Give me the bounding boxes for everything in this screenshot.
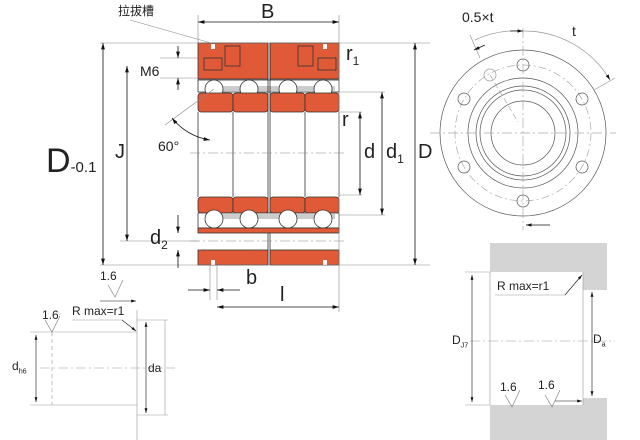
pull-groove-label: 拉拔槽: [118, 4, 155, 18]
d-label: d: [364, 141, 376, 163]
housing-radius-note: R max=r1: [497, 279, 550, 293]
pitch-t-label: t: [572, 23, 576, 39]
dimension-lines: [100, 15, 430, 312]
shaft-radius-note: R max=r1: [72, 304, 125, 318]
M6-label: M6: [140, 63, 160, 79]
Da-label: Da: [593, 333, 606, 348]
bearing-section: [197, 42, 340, 266]
DJ7-sub: J7: [460, 340, 469, 350]
da-label: da: [148, 361, 162, 375]
roughness-left-label: 1.6: [42, 308, 59, 322]
dh6-label: dh6: [12, 360, 27, 375]
housing-detail: [465, 243, 615, 440]
J-label: J: [115, 141, 125, 163]
shaft-detail: [30, 279, 175, 440]
D-label: D: [418, 141, 433, 163]
roughness-bore-label: 1.6: [500, 380, 517, 394]
d2-text: d: [150, 227, 162, 249]
l-label: l: [280, 284, 285, 306]
dh6-sub: h6: [18, 366, 27, 376]
flange-front-view: [430, 28, 616, 230]
r1-text: r: [346, 43, 353, 65]
width-B-label: B: [261, 1, 275, 23]
half-pitch-label: 0.5×t: [462, 9, 494, 25]
r1-sub: 1: [352, 54, 360, 68]
dimension-arrows: [101, 20, 417, 309]
angle-label: 60°: [158, 138, 180, 154]
r-label: r: [342, 109, 349, 131]
roughness-top-label: 1.6: [100, 269, 117, 283]
D-tol-main: D: [46, 142, 71, 180]
dh6-text: d: [12, 359, 19, 373]
d2-sub: 2: [161, 238, 168, 252]
b-label: b: [246, 267, 258, 289]
roughness-shoulder-label: 1.6: [538, 378, 555, 392]
d2-label: d2: [150, 228, 168, 251]
D-tol-sub: -0.1: [70, 159, 97, 176]
d1-text: d: [386, 141, 398, 163]
Da-text: D: [593, 332, 602, 346]
DJ7-label: DJ7: [452, 334, 468, 349]
r1-label: r1: [346, 44, 359, 67]
D-tolerance-label: D-0.1: [46, 144, 96, 178]
Da-sub: a: [601, 339, 606, 349]
d1-sub: 1: [397, 152, 404, 166]
DJ7-text: D: [452, 333, 461, 347]
d1-label: d1: [386, 142, 404, 165]
